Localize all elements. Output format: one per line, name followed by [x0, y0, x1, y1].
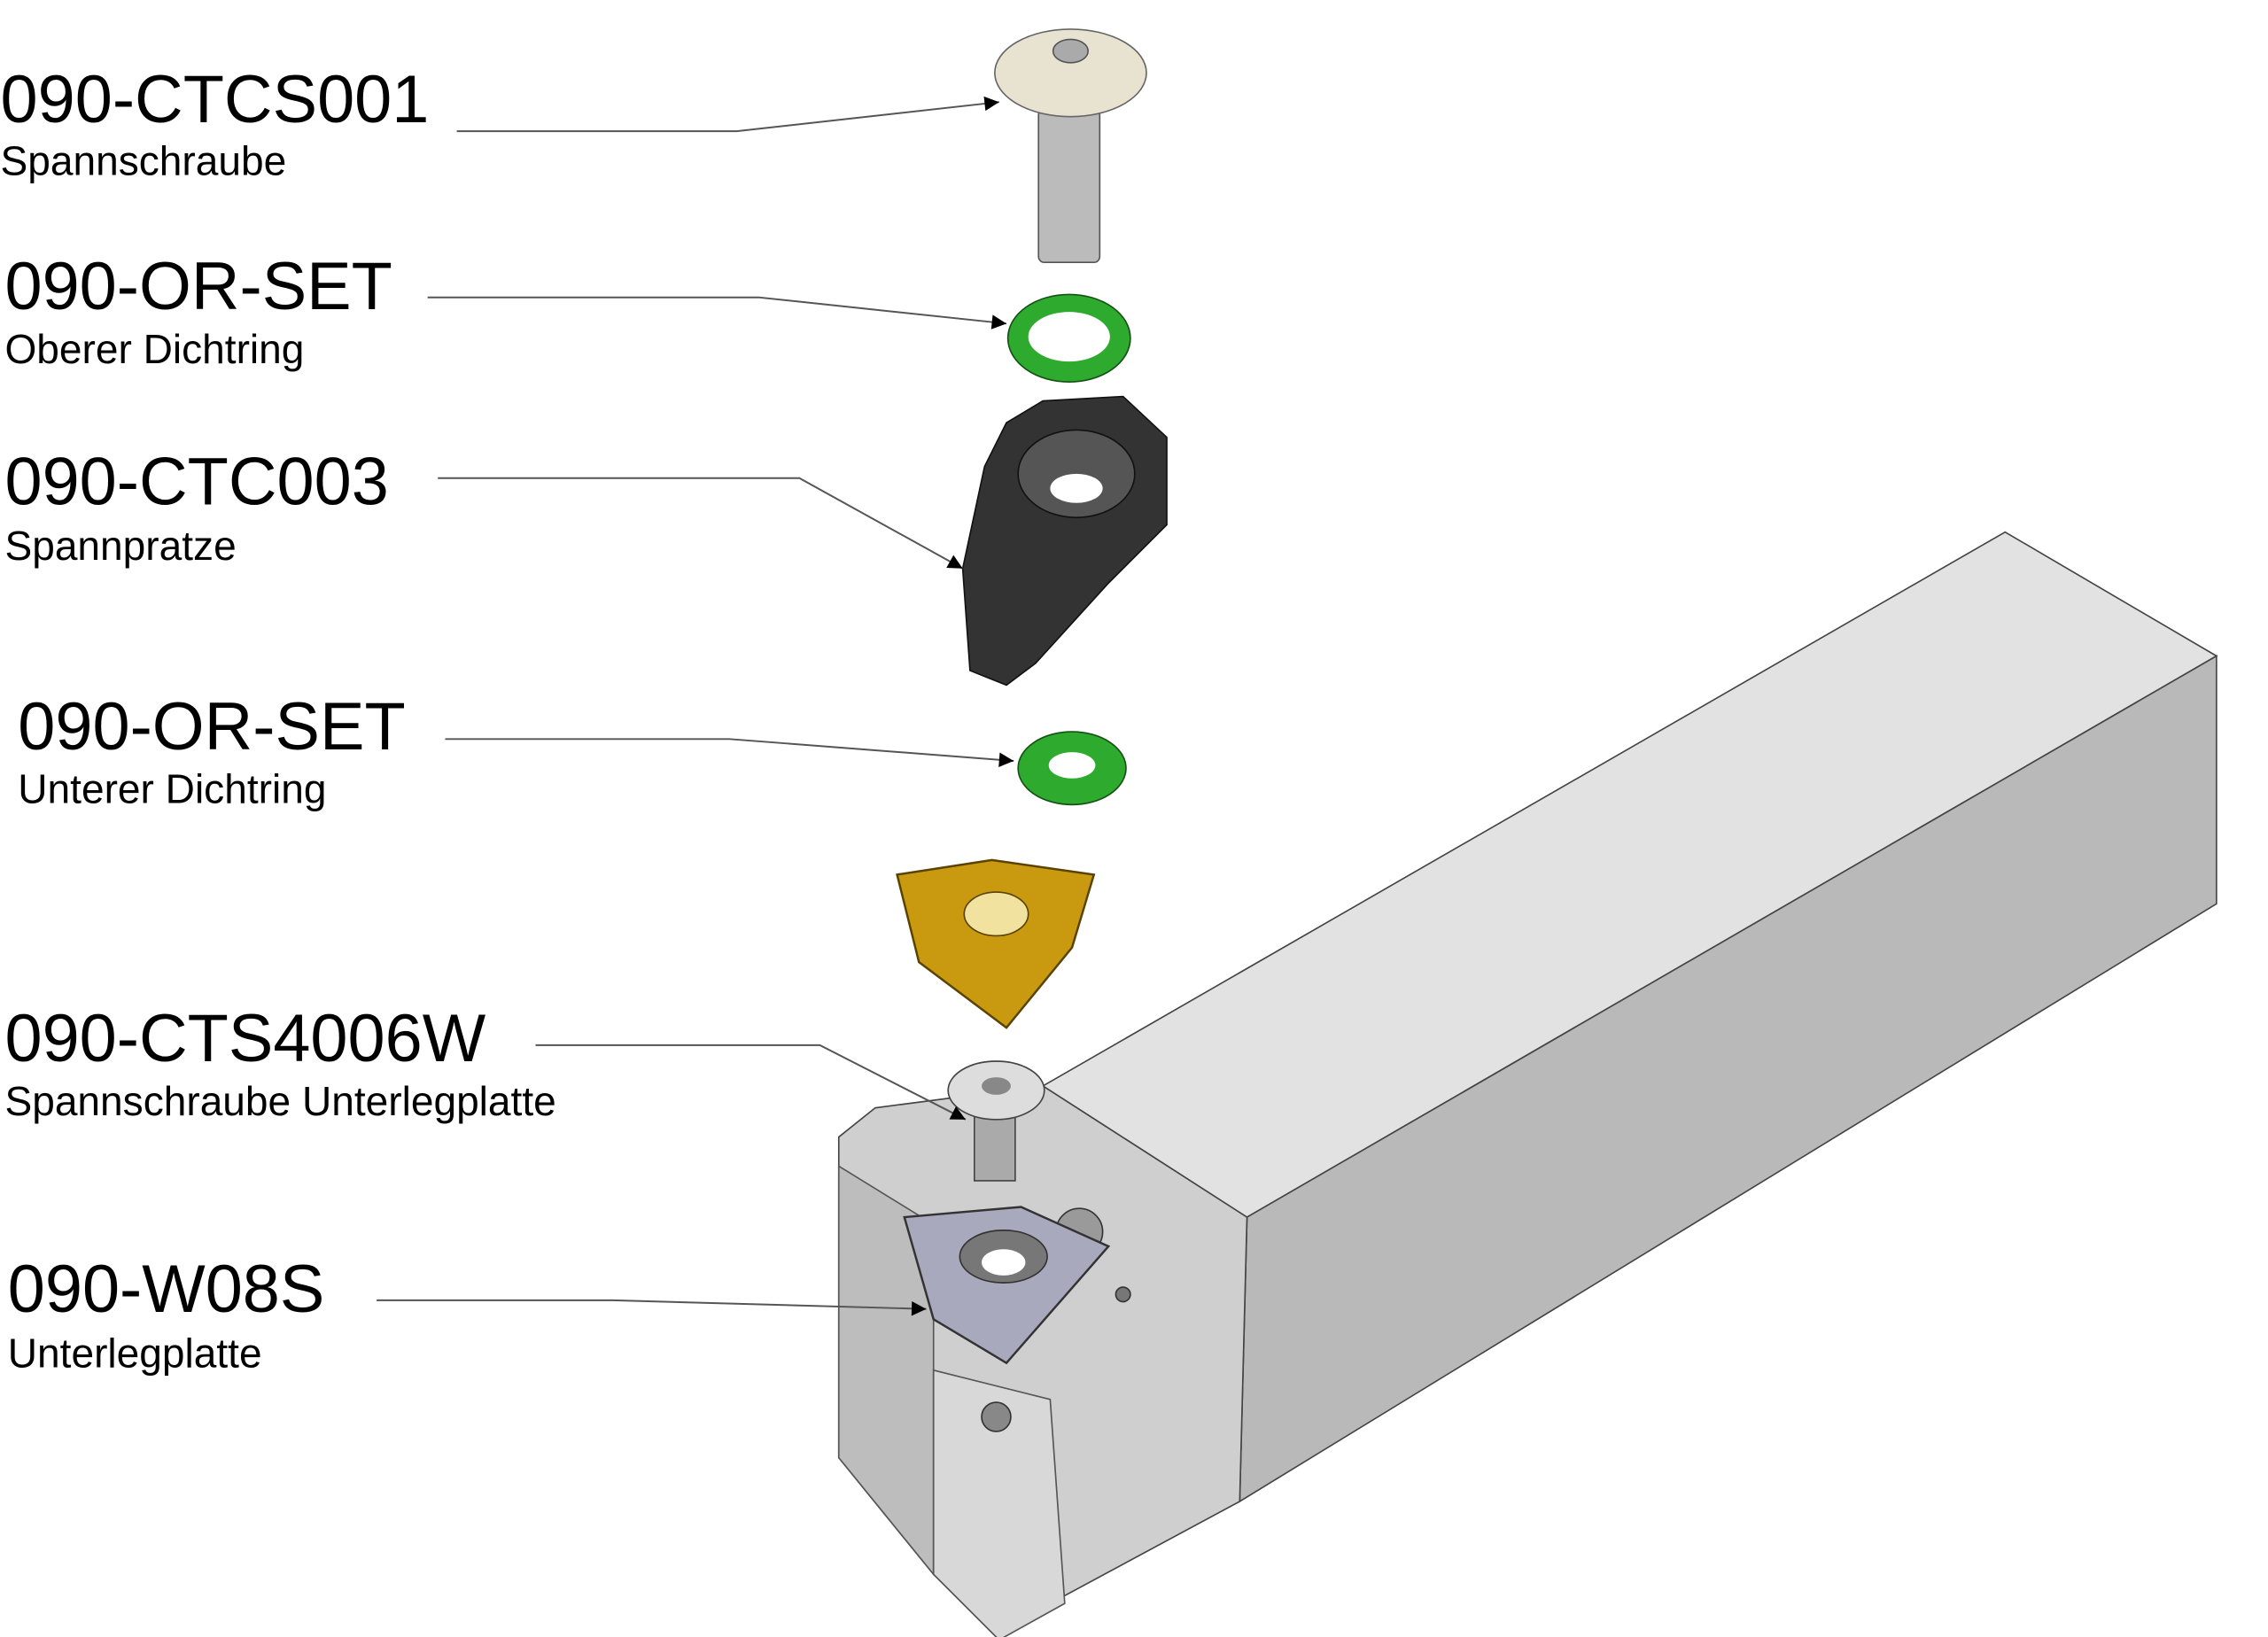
upper-o-ring	[1006, 293, 1131, 383]
part-number: 090-CTC003	[4, 444, 388, 519]
shim-plate	[903, 1206, 1111, 1365]
tool-holder	[837, 531, 2218, 1637]
part-number: 090-OR-SET	[4, 249, 392, 324]
leader-line-5	[535, 1043, 967, 1121]
part-name: Unterer Dichtring	[18, 766, 326, 812]
leader-line-6	[377, 1299, 927, 1316]
part-name: Spannschraube	[1, 137, 287, 183]
part-number: 090-CTCS001	[1, 62, 430, 137]
part-number: 090-W08S	[8, 1252, 325, 1327]
leader-line-4	[445, 738, 1014, 767]
part-name: Unterlegplatte	[8, 1331, 262, 1377]
part-number: 090-OR-SET	[18, 689, 405, 764]
leader-line-3	[438, 477, 964, 570]
leader-line-1	[456, 96, 999, 133]
shim-screw	[947, 1060, 1045, 1182]
cutting-insert	[896, 858, 1096, 1029]
part-name: Spannpratze	[4, 523, 236, 569]
part-name: Spannschraube Unterlegplatte	[4, 1078, 555, 1124]
clamp	[961, 395, 1168, 687]
clamp-screw	[994, 28, 1147, 264]
part-name: Oberer Dichtring	[4, 326, 304, 372]
leader-line-2	[427, 296, 1007, 330]
part-number: 090-CTS4006W	[4, 1001, 485, 1076]
lower-o-ring	[1017, 731, 1127, 806]
